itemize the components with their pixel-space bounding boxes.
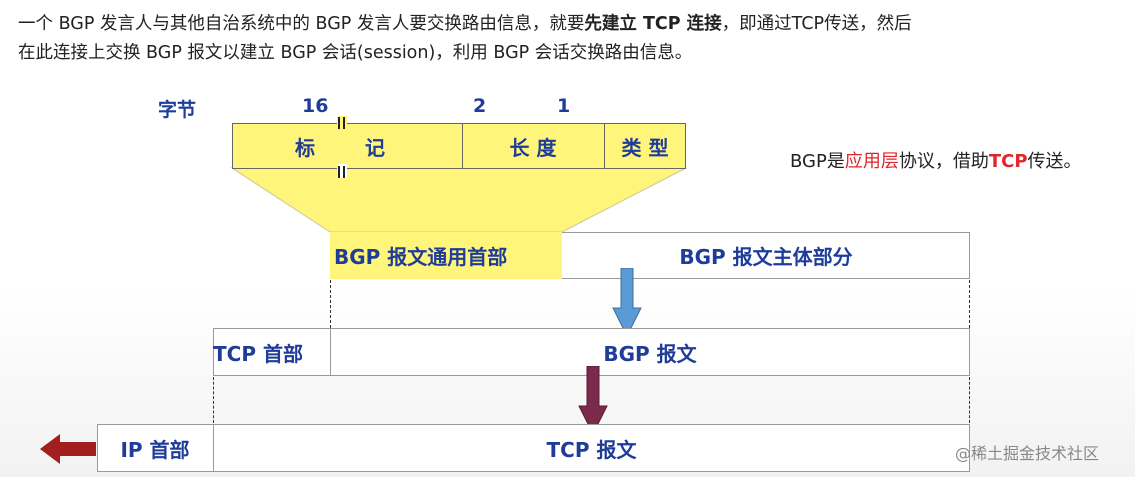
note-text: 传送。: [1027, 151, 1082, 172]
intro-paragraph: 一个 BGP 发言人与其他自治系统中的 BGP 发言人要交换路由信息，就要先建立…: [18, 10, 1123, 68]
bgp-header-fields: [232, 123, 686, 169]
dashed-guide: [213, 377, 214, 423]
ip-payload: TCP 报文: [546, 437, 637, 462]
intro-line-1: 一个 BGP 发言人与其他自治系统中的 BGP 发言人要交换路由信息，就要先建立…: [18, 10, 1123, 39]
type-field: 类 型: [621, 135, 669, 160]
marker-field-label-2: 记: [365, 135, 385, 160]
note-text: BGP是: [790, 151, 845, 172]
note-highlight: 应用层: [844, 151, 899, 172]
note-text: 协议，借助: [898, 151, 989, 172]
ip-datagram: [97, 424, 970, 472]
note-highlight-tcp: TCP: [988, 151, 1028, 172]
bgp-common-header: BGP 报文通用首部: [330, 232, 562, 279]
marker-size: 16: [302, 95, 329, 117]
divider: [213, 424, 214, 472]
down-arrow-icon: [578, 366, 608, 436]
dashed-guide: [969, 377, 970, 423]
tcp-payload: BGP 报文: [603, 341, 697, 366]
dashed-guide: [969, 280, 970, 328]
length-size: 2: [473, 95, 487, 117]
marker-field-label-1: 标: [295, 135, 315, 160]
intro-emphasis: 先建立 TCP 连接: [584, 14, 722, 34]
type-size: 1: [557, 95, 571, 117]
intro-text-end: ，即通过TCP传送，然后: [721, 14, 912, 34]
tcp-header: TCP 首部: [213, 341, 303, 366]
bgp-message-body: BGP 报文主体部分: [679, 245, 853, 269]
bgp-layer-note: BGP是应用层协议，借助TCP传送。: [790, 147, 1082, 173]
bytes-label: 字节: [158, 99, 197, 121]
left-arrow-icon: [40, 434, 96, 464]
dashed-guide: [330, 280, 331, 328]
intro-line-2: 在此连接上交换 BGP 报文以建立 BGP 会话(session)，利用 BGP…: [18, 43, 693, 63]
divider: [330, 328, 331, 376]
divider: [462, 123, 463, 169]
ip-header: IP 首部: [120, 437, 190, 462]
watermark: @稀土掘金技术社区: [955, 444, 1100, 463]
intro-text: 一个 BGP 发言人与其他自治系统中的 BGP 发言人要交换路由信息，就要: [18, 14, 585, 34]
length-field: 长 度: [509, 135, 557, 160]
down-arrow-icon: [612, 268, 642, 338]
divider: [604, 123, 605, 169]
break-mark-icon: [337, 116, 347, 178]
